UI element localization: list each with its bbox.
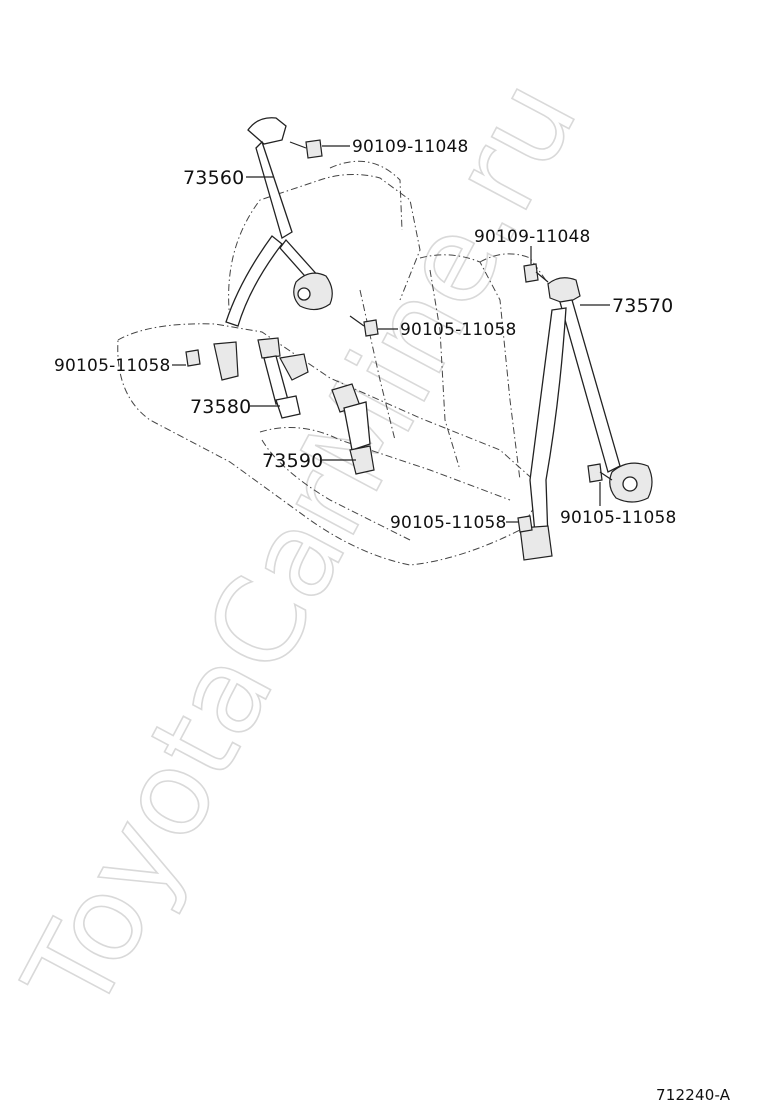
callout-buckle-center: 73590 [262, 450, 323, 472]
callout-buckle-left: 73580 [190, 396, 251, 418]
leader-lines [172, 145, 610, 523]
callout-bolt-anchor-left: 90105-11058 [54, 356, 171, 376]
bolts [185, 139, 613, 533]
callout-belt-right: 73570 [612, 295, 673, 317]
callout-bolt-retractor-right: 90105-11058 [560, 508, 677, 528]
figure-code: 712240-A [656, 1086, 731, 1104]
center-buckle-73590 [331, 383, 375, 475]
left-buckle-73580 [257, 337, 309, 419]
callout-belt-left: 73560 [183, 167, 244, 189]
left-seat-belt-73560 [213, 117, 333, 381]
rear-seat-outline [117, 160, 561, 566]
right-seat-belt-73570 [519, 277, 653, 561]
callout-bolt-top-left: 90109-11048 [352, 137, 469, 157]
callout-bolt-retractor-left: 90105-11058 [400, 320, 517, 340]
callout-bolt-anchor-right: 90105-11058 [390, 513, 507, 533]
callout-bolt-top-right: 90109-11048 [474, 227, 591, 247]
watermark: ToyotaCarMine.ru [0, 58, 604, 1034]
